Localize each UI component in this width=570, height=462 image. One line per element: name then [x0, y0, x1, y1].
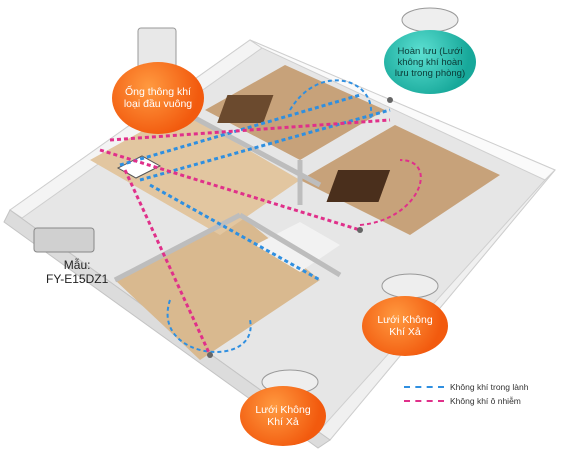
bed-right [326, 170, 391, 202]
air-grille [357, 227, 363, 233]
fresh-air-flow [166, 299, 252, 353]
fresh-air-duct [139, 108, 391, 182]
callout-return-text: Hoàn lưu (Lưới không khí hoàn lưu trong … [394, 45, 466, 79]
legend-polluted-label: Không khí ô nhiễm [450, 396, 521, 406]
interior-wall [113, 212, 242, 283]
air-grille [207, 352, 213, 358]
outer-wall [3, 209, 331, 449]
bedroom-right-floor [300, 125, 500, 235]
callout-duct: Ống thông khí loại đầu vuông [112, 62, 204, 134]
fresh-air-flow [289, 79, 373, 121]
legend-polluted-swatch [404, 400, 444, 402]
callout-exhaust-bottom: Lưới Không Khí Xả [240, 386, 326, 446]
polluted-air-duct [123, 169, 212, 356]
legend-row-fresh: Không khí trong lành [404, 380, 528, 394]
callout-return: Hoàn lưu (Lưới không khí hoàn lưu trong … [384, 30, 476, 94]
legend: Không khí trong lành Không khí ô nhiễm [404, 380, 528, 408]
grille-image-mid [381, 273, 439, 299]
callout-exhaust-right-text: Lưới Không Khí Xả [377, 314, 433, 338]
bed-top [217, 95, 274, 123]
callout-exhaust-bottom-text: Lưới Không Khí Xả [255, 404, 311, 428]
fresh-air-duct [149, 183, 321, 282]
callout-exhaust-right: Lưới Không Khí Xả [362, 296, 448, 356]
legend-fresh-swatch [404, 386, 444, 388]
legend-fresh-label: Không khí trong lành [450, 382, 529, 392]
callout-duct-text: Ống thông khí loại đầu vuông [123, 86, 193, 110]
hallway-floor [90, 110, 300, 235]
interior-wall [238, 212, 342, 278]
grille-image-top [401, 7, 459, 33]
air-grille [387, 97, 393, 103]
interior-wall [178, 107, 322, 188]
polluted-air-duct [99, 148, 361, 232]
polluted-air-duct [109, 118, 391, 142]
ventilation-unit-image [33, 227, 95, 253]
legend-row-polluted: Không khí ô nhiễm [404, 394, 528, 408]
model-label: Mẫu: FY-E15DZ1 [46, 258, 109, 286]
